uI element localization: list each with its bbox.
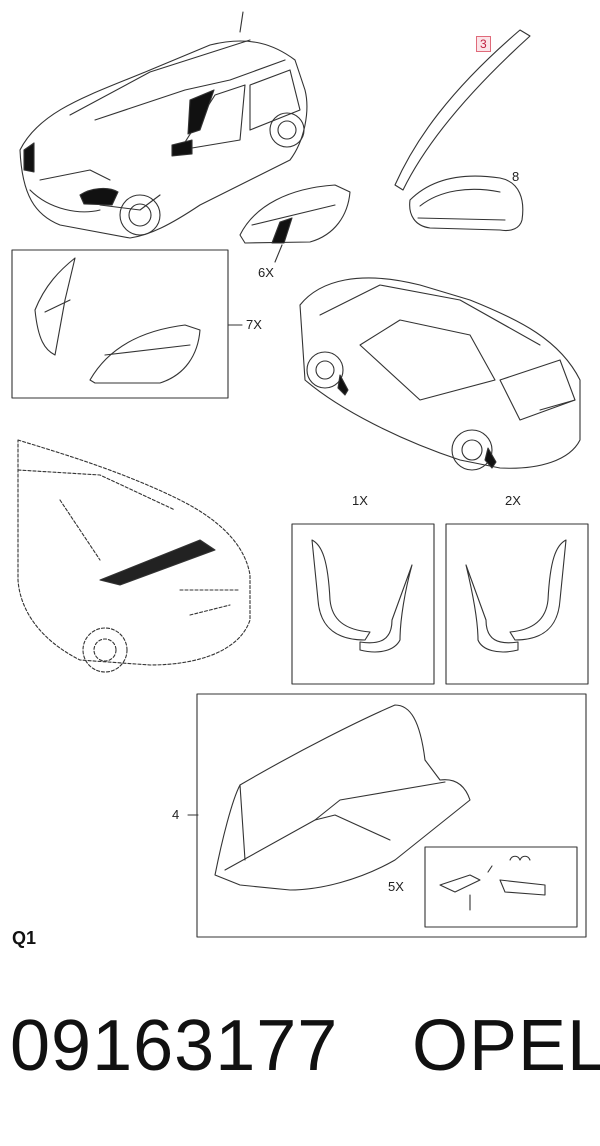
part-7x-box [11, 249, 243, 399]
car-convertible-illustration [17, 439, 251, 673]
group-label: Q1 [12, 928, 37, 948]
part-4-box [187, 693, 587, 938]
callout-1x: 1X [352, 493, 368, 508]
callout-6x: 6X [258, 265, 274, 280]
callout-3: 3 [476, 36, 491, 52]
callout-4: 4 [172, 807, 180, 822]
part-8-mirror-cover [409, 175, 524, 232]
callout-7x: 7X [246, 317, 262, 332]
car-hatchback-front-illustration [19, 11, 308, 239]
part-2x-box [445, 523, 589, 685]
part-6x-headlamp-trim [239, 184, 351, 263]
part-number: 09163177 [10, 1006, 339, 1086]
brand-name: OPEL [412, 1006, 600, 1086]
callout-5x: 5X [388, 879, 404, 894]
callout-2x: 2X [505, 493, 521, 508]
callout-8: 8 [512, 169, 520, 184]
part-3-deflector-strip [394, 29, 531, 191]
car-hatchback-rear-illustration [299, 277, 581, 471]
part-1x-box [291, 523, 435, 685]
